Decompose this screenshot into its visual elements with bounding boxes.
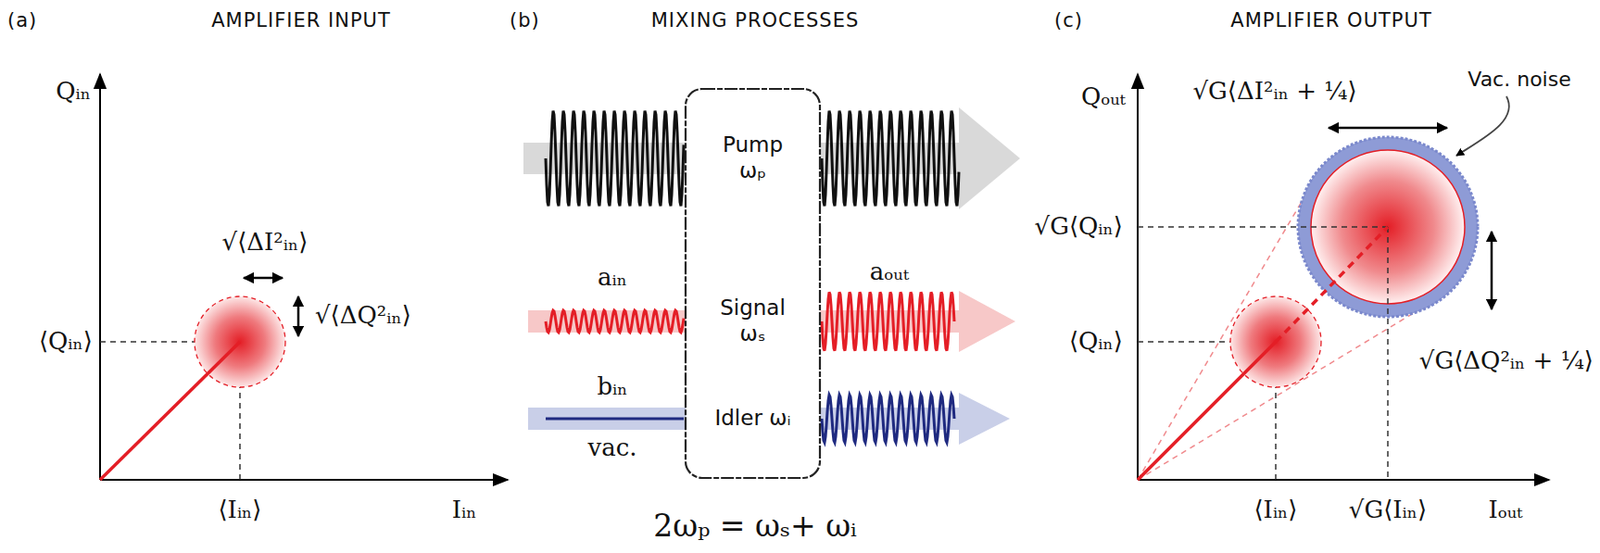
math-label: √G⟨Qᵢₙ⟩ bbox=[1034, 213, 1123, 241]
process-label: Signal ωₛ bbox=[706, 295, 800, 347]
math-label: ⟨Qᵢₙ⟩ bbox=[1069, 327, 1123, 356]
panel-heading: (c) bbox=[1054, 9, 1084, 32]
math-label: ⟨Iᵢₙ⟩ bbox=[1253, 496, 1298, 525]
math-label: Qₒᵤₜ bbox=[1081, 83, 1126, 112]
math-label: √G⟨ΔI²ᵢₙ + ¼⟩ bbox=[1192, 77, 1357, 106]
process-label: Pump ωₚ bbox=[706, 132, 800, 184]
math-label: Iₒᵤₜ bbox=[1487, 496, 1523, 525]
panel-heading: AMPLIFIER OUTPUT bbox=[1230, 9, 1432, 32]
math-label: aᵢₙ bbox=[597, 264, 628, 292]
panel-heading: (b) bbox=[509, 9, 541, 32]
wave bbox=[545, 111, 684, 207]
math-label: ⟨Iᵢₙ⟩ bbox=[217, 496, 262, 525]
math-label: 2ωₚ = ωₛ+ ωᵢ bbox=[653, 508, 857, 544]
wave bbox=[545, 310, 684, 333]
math-label: √⟨ΔQ²ᵢₙ⟩ bbox=[314, 302, 412, 330]
math-label: Qᵢₙ bbox=[55, 77, 91, 106]
panel-heading: (a) bbox=[7, 9, 38, 32]
math-label: vac. bbox=[587, 434, 637, 463]
math-label: Vac. noise bbox=[1467, 67, 1571, 91]
wave bbox=[821, 111, 959, 207]
math-label: √⟨ΔI²ᵢₙ⟩ bbox=[222, 228, 309, 257]
math-label: √G⟨Iᵢₙ⟩ bbox=[1348, 496, 1427, 525]
math-label: bᵢₙ bbox=[596, 373, 628, 402]
panel-heading: MIXING PROCESSES bbox=[651, 9, 860, 32]
math-label: √G⟨ΔQ²ᵢₙ + ¼⟩ bbox=[1419, 347, 1594, 376]
math-label: aₒᵤₜ bbox=[869, 258, 909, 287]
math-label: Iᵢₙ bbox=[452, 496, 478, 525]
process-label: Idler ωᵢ bbox=[706, 405, 800, 432]
wave bbox=[821, 394, 955, 442]
input-axes bbox=[100, 74, 508, 480]
mixing-box: Pump ωₚ Signal ωₛ Idler ωᵢ bbox=[683, 87, 822, 480]
output-axes bbox=[1137, 74, 1550, 480]
math-label: ⟨Qᵢₙ⟩ bbox=[38, 327, 93, 356]
wave bbox=[821, 291, 955, 351]
panel-heading: AMPLIFIER INPUT bbox=[211, 9, 391, 32]
